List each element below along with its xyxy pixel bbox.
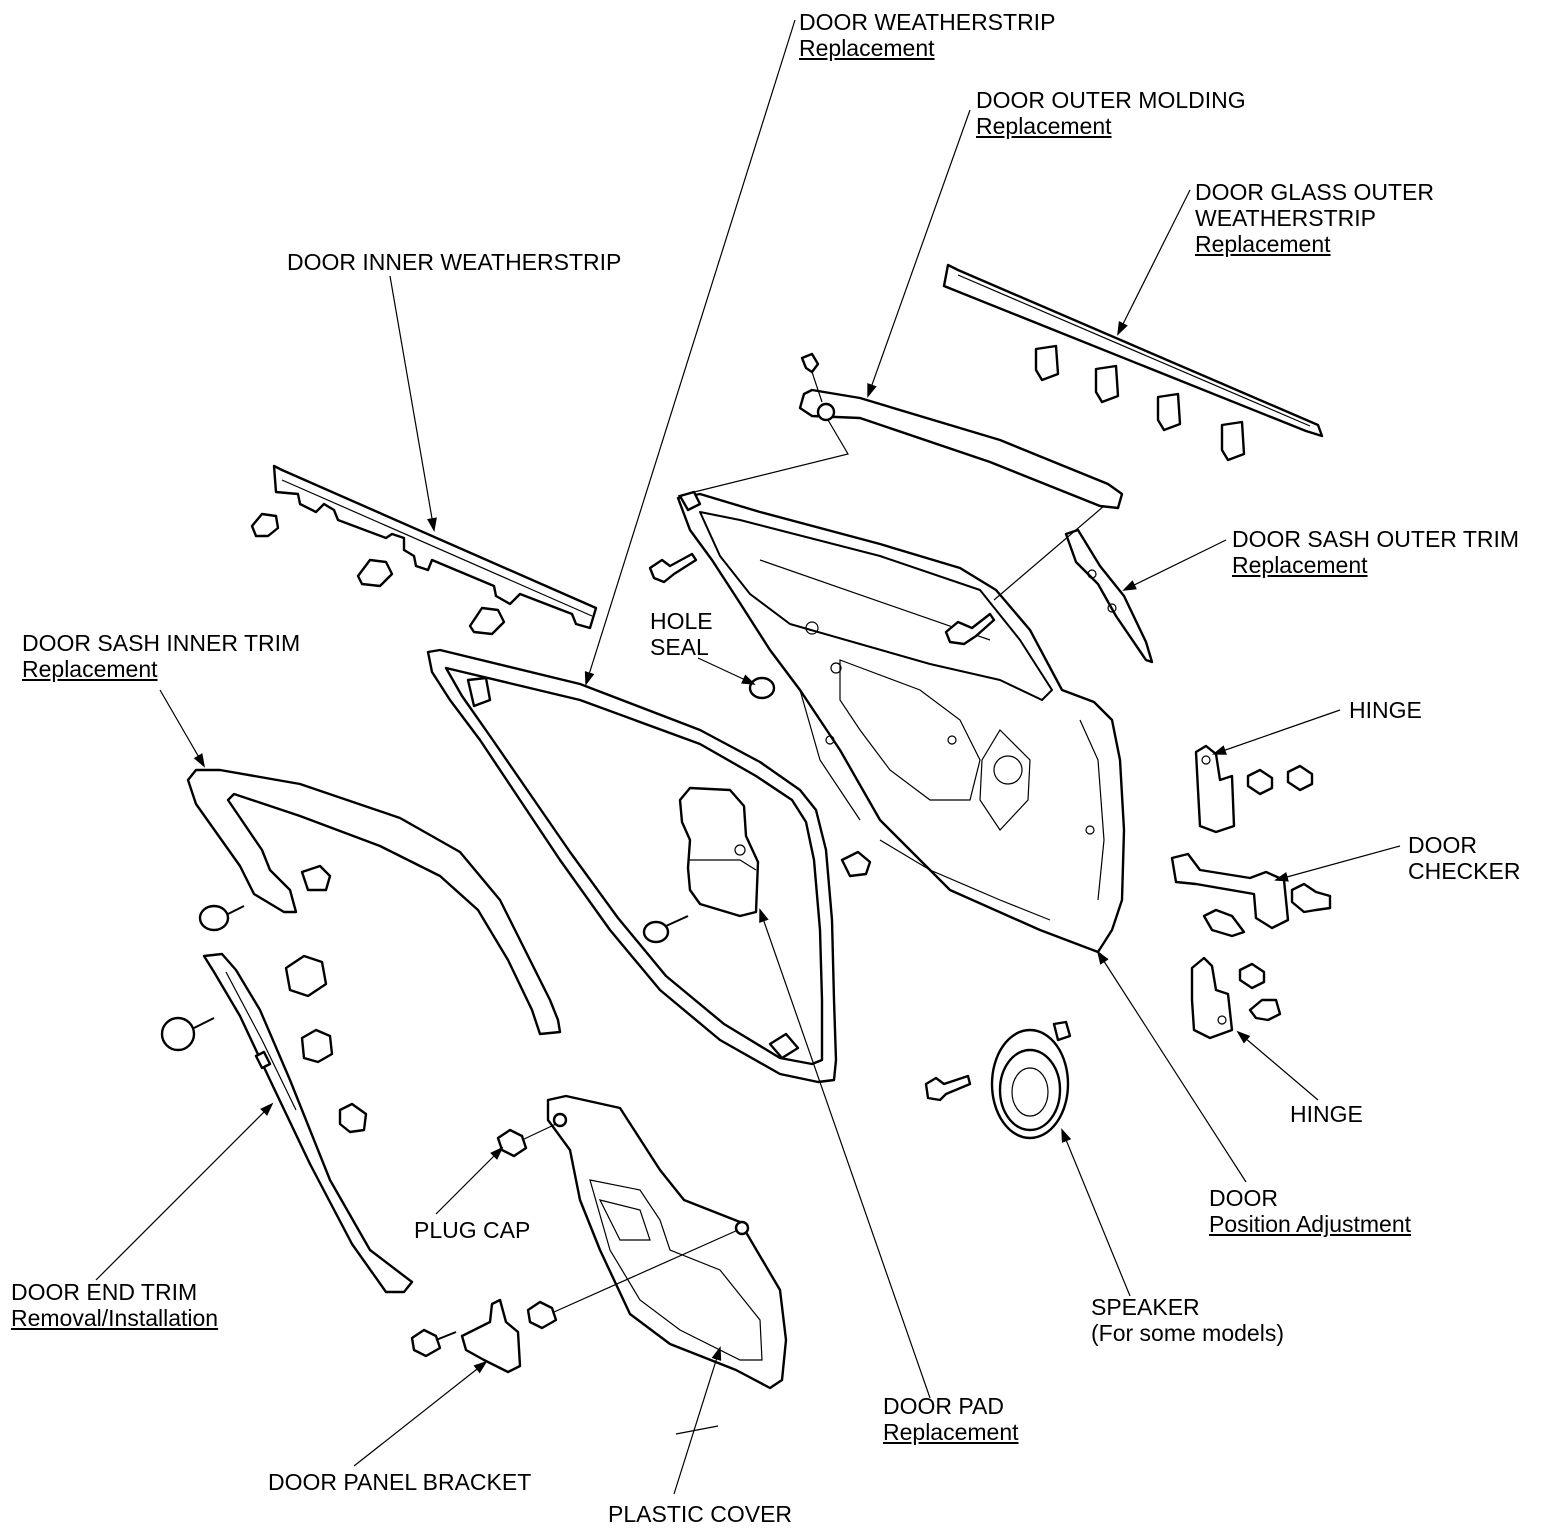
door-pad-replacement-link[interactable]: Replacement <box>883 1419 1019 1445</box>
callout-label: DOOR WEATHERSTRIP <box>799 9 1056 35</box>
callout-label: HINGE <box>1290 1101 1363 1127</box>
door-inner-weatherstrip-part <box>250 464 598 636</box>
callout-label: DOOR PAD <box>883 1393 1004 1419</box>
door-pad-part <box>678 786 760 918</box>
callout-label-line2: WEATHERSTRIP <box>1195 205 1377 231</box>
weatherstrip-clip <box>250 512 506 636</box>
callout-door-end-trim: DOOR END TRIM Removal/Installation <box>11 1279 218 1331</box>
door-weatherstrip-replacement-link[interactable]: Replacement <box>799 35 935 61</box>
door-sash-inner-trim-replacement-link[interactable]: Replacement <box>22 656 158 682</box>
callout-label-line2: SEAL <box>650 634 709 660</box>
callout-door-sash-outer-trim: DOOR SASH OUTER TRIM Replacement <box>1232 526 1519 578</box>
door-part <box>676 490 1126 954</box>
callout-door-weatherstrip: DOOR WEATHERSTRIP Replacement <box>799 9 1055 61</box>
callout-label: DOOR <box>1209 1185 1278 1211</box>
callout-door: DOOR Position Adjustment <box>1209 1185 1411 1237</box>
upper-hinge-part <box>1194 744 1314 834</box>
callout-speaker: SPEAKER (For some models) <box>1091 1294 1284 1346</box>
callout-label: DOOR END TRIM <box>11 1279 198 1305</box>
callout-label: PLASTIC COVER <box>608 1501 793 1527</box>
speaker-part <box>924 1020 1072 1140</box>
callout-label: DOOR PANEL BRACKET <box>268 1469 532 1495</box>
callout-door-panel-bracket: DOOR PANEL BRACKET <box>268 1469 531 1495</box>
callout-label: DOOR SASH OUTER TRIM <box>1232 526 1520 552</box>
callout-label: SPEAKER <box>1091 1294 1200 1320</box>
callout-label-line2: CHECKER <box>1408 858 1521 884</box>
door-sash-outer-trim-replacement-link[interactable]: Replacement <box>1232 552 1368 578</box>
door-weatherstrip-part <box>426 648 838 1084</box>
door-outer-molding-replacement-link[interactable]: Replacement <box>976 113 1112 139</box>
callout-hinge-upper: HINGE <box>1349 697 1422 723</box>
callout-door-checker: DOOR CHECKER <box>1408 832 1520 884</box>
door-glass-outer-weatherstrip-replacement-link[interactable]: Replacement <box>1195 231 1331 257</box>
callout-door-inner-weatherstrip: DOOR INNER WEATHERSTRIP <box>287 249 621 275</box>
callout-label: DOOR OUTER MOLDING <box>976 87 1246 113</box>
callout-plastic-cover: PLASTIC COVER <box>608 1501 792 1527</box>
door-position-adjustment-link[interactable]: Position Adjustment <box>1209 1211 1412 1237</box>
callout-hole-seal: HOLE SEAL <box>650 608 713 660</box>
callout-door-pad: DOOR PAD Replacement <box>883 1393 1019 1445</box>
leader-lines <box>95 19 1401 1495</box>
door-end-trim-part <box>202 952 414 1294</box>
callout-door-sash-inner-trim: DOOR SASH INNER TRIM Replacement <box>22 630 300 682</box>
door-glass-outer-weatherstrip-part <box>942 263 1324 462</box>
door-end-trim-removal-installation-link[interactable]: Removal/Installation <box>11 1305 219 1331</box>
fasteners <box>160 552 996 1374</box>
callout-label: DOOR SASH INNER TRIM <box>22 630 301 656</box>
callout-door-outer-molding: DOOR OUTER MOLDING Replacement <box>976 87 1246 139</box>
weatherstrip-clip <box>1034 344 1246 462</box>
door-outer-molding-part <box>798 352 1124 510</box>
callout-label: HINGE <box>1349 697 1422 723</box>
door-sash-outer-trim-part <box>1064 528 1154 664</box>
door-sash-inner-trim-part <box>186 768 562 1036</box>
callout-label: DOOR INNER WEATHERSTRIP <box>287 249 622 275</box>
door-checker-part <box>1170 852 1332 938</box>
plastic-cover-part <box>546 1094 788 1390</box>
callout-label: DOOR GLASS OUTER <box>1195 179 1434 205</box>
callout-label: HOLE <box>650 608 713 634</box>
lower-hinge-part <box>1190 956 1282 1040</box>
callout-note: (For some models) <box>1091 1320 1284 1346</box>
callout-label: DOOR <box>1408 832 1477 858</box>
callout-label: PLUG CAP <box>414 1217 531 1243</box>
callout-door-glass-outer-weatherstrip: DOOR GLASS OUTER WEATHERSTRIP Replacemen… <box>1195 179 1434 257</box>
callout-hinge-lower: HINGE <box>1290 1101 1363 1127</box>
callout-plug-cap: PLUG CAP <box>414 1217 530 1243</box>
